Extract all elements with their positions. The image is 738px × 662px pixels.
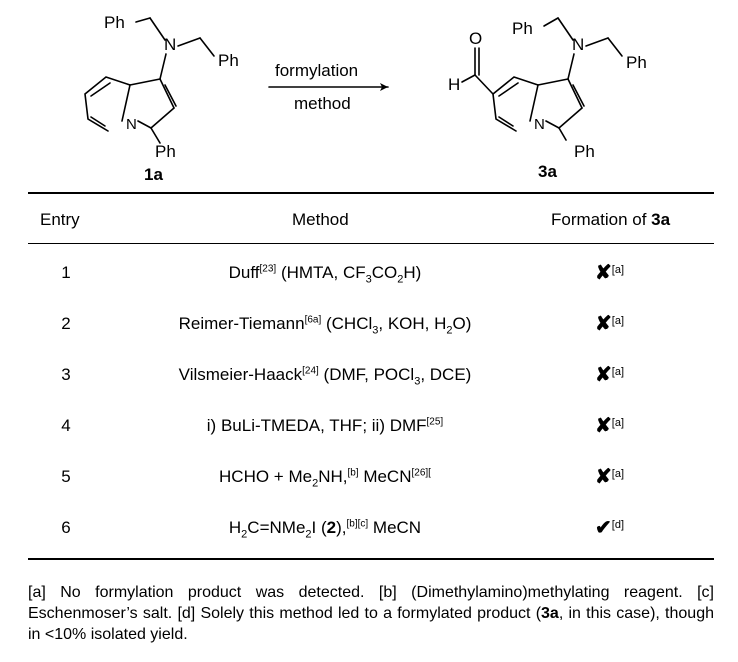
check-icon: ✔ xyxy=(595,517,612,539)
table-top-rule xyxy=(28,192,714,194)
compound-3a-label: 3a xyxy=(538,162,557,181)
footnote-marker: [a] xyxy=(611,468,624,480)
method-cell: Vilsmeier-Haack[24] (DMF, POCl3, DCE) xyxy=(178,365,472,388)
arrow-label-bottom: method xyxy=(294,94,351,113)
ph-label: Ph xyxy=(155,142,176,161)
entry-number: 5 xyxy=(61,467,71,486)
footnote-marker: [a] xyxy=(611,366,624,378)
method-cell: H2C=NMe2I (2),[b][c] MeCN xyxy=(228,518,422,541)
ph-label: Ph xyxy=(574,142,595,161)
footnote-marker: [a] xyxy=(611,264,624,276)
ph-label: Ph xyxy=(626,53,647,72)
table-footnote: [a] No formylation product was detected.… xyxy=(28,584,714,643)
nitrogen-label: N xyxy=(164,35,176,54)
footnote-marker: [a] xyxy=(611,417,624,429)
table-bottom-rule xyxy=(28,558,714,560)
ph-label: Ph xyxy=(512,19,533,38)
cross-icon: ✘ xyxy=(595,415,612,437)
cross-icon: ✘ xyxy=(595,466,612,488)
method-cell: HCHO + Me2NH,[b] MeCN[26][ xyxy=(219,467,431,490)
nitrogen-label: N xyxy=(572,35,584,54)
compound-1a-label: 1a xyxy=(144,165,163,184)
nitrogen-label: N xyxy=(126,116,137,133)
entry-number: 6 xyxy=(61,518,71,537)
entry-number: 2 xyxy=(61,314,71,333)
entry-number: 1 xyxy=(61,263,71,282)
formation-cell: ✘[a] xyxy=(595,362,624,387)
header-entry: Entry xyxy=(40,210,80,229)
arrow-label-top: formylation xyxy=(275,61,358,80)
ph-label: Ph xyxy=(218,51,239,70)
header-formation-bold: 3a xyxy=(651,210,671,229)
cross-icon: ✘ xyxy=(595,262,612,284)
hydrogen-label: H xyxy=(448,75,460,94)
entry-number: 3 xyxy=(61,365,71,384)
method-cell: Duff[23] (HMTA, CF3CO2H) xyxy=(228,263,422,286)
ph-label: Ph xyxy=(104,13,125,32)
cross-icon: ✘ xyxy=(595,313,612,335)
header-method: Method xyxy=(292,210,349,229)
reaction-scheme: Ph N Ph N Ph 1a formylation method Ph N … xyxy=(84,13,647,184)
compound-3a-structure xyxy=(461,17,623,141)
header-formation: Formation of 3a xyxy=(551,210,670,230)
method-cell: Reimer-Tiemann[6a] (CHCl3, KOH, H2O) xyxy=(178,314,472,337)
cross-icon: ✘ xyxy=(595,364,612,386)
nitrogen-label: N xyxy=(534,116,545,133)
footnote-marker: [a] xyxy=(611,315,624,327)
entry-number: 4 xyxy=(61,416,71,435)
formation-cell: ✘[a] xyxy=(595,464,624,489)
formation-cell: ✘[a] xyxy=(595,413,624,438)
oxygen-label: O xyxy=(469,29,482,48)
method-cell: i) BuLi-TMEDA, THF; ii) DMF[25] xyxy=(206,416,444,435)
formation-cell: ✘[a] xyxy=(595,260,624,285)
table-header-rule xyxy=(28,243,714,244)
header-formation-text: Formation of xyxy=(551,210,652,229)
footnote-marker: [d] xyxy=(611,519,624,531)
formation-cell: ✘[a] xyxy=(595,311,624,336)
compound-1a-structure xyxy=(84,17,215,144)
formation-cell: ✔[d] xyxy=(595,515,624,540)
